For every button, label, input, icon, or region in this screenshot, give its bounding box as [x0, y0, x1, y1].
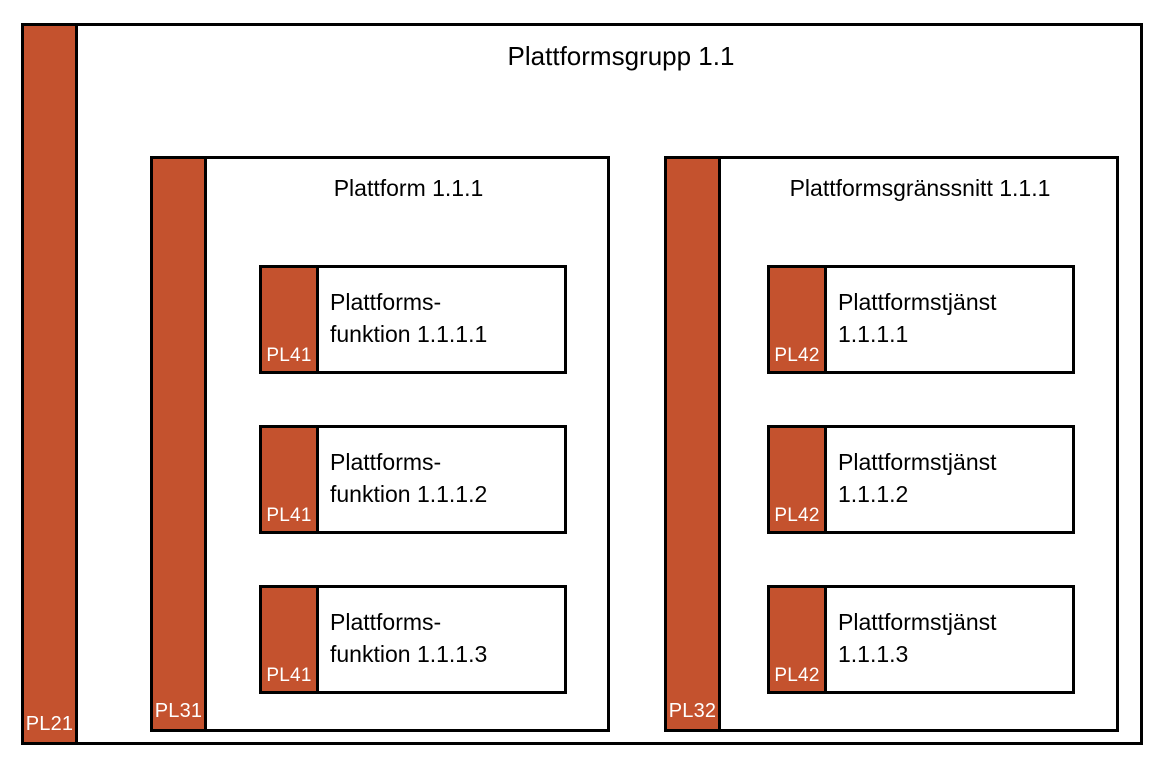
item-plattformstjanst-2: PL42 Plattformstjänst 1.1.1.2: [767, 425, 1075, 534]
item-plattformsfunktion-3-label: Plattforms- funktion 1.1.1.3: [330, 609, 488, 667]
item-plattformsfunktion-3-tab-label: PL41: [266, 665, 312, 686]
item-plattformstjanst-2-tab-label: PL42: [774, 505, 820, 526]
panel-plattform-tab-label: PL31: [154, 700, 203, 722]
item-plattformstjanst-1-tab: PL42: [767, 265, 827, 374]
panel-plattformsgranssnitt-title: Plattformsgränssnitt 1.1.1: [789, 175, 1051, 201]
item-plattformstjanst-2-tab: PL42: [767, 425, 827, 534]
panel-plattform-tab: PL31: [150, 156, 207, 732]
item-plattformsfunktion-1-label: Plattforms- funktion 1.1.1.1: [330, 289, 488, 347]
item-plattformsfunktion-3: PL41 Plattforms- funktion 1.1.1.3: [259, 585, 567, 694]
item-plattformstjanst-3-tab: PL42: [767, 585, 827, 694]
item-plattformsfunktion-3-tab: PL41: [259, 585, 319, 694]
item-plattformsfunktion-2-label: Plattforms- funktion 1.1.1.2: [330, 449, 488, 507]
item-plattformstjanst-3-tab-label: PL42: [774, 665, 820, 686]
item-plattformsfunktion-2-tab: PL41: [259, 425, 319, 534]
platform-group-tab: PL21: [21, 23, 78, 745]
item-plattformstjanst-1-tab-label: PL42: [774, 345, 820, 366]
platform-group-tab-label: PL21: [25, 713, 74, 735]
item-plattformsfunktion-1-tab-label: PL41: [266, 345, 312, 366]
item-plattformstjanst-2-label: Plattformstjänst 1.1.1.2: [838, 449, 997, 507]
item-plattformstjanst-3-label: Plattformstjänst 1.1.1.3: [838, 609, 997, 667]
panel-plattform-title: Plattform 1.1.1: [333, 175, 484, 201]
panel-plattform: PL31 Plattform 1.1.1 PL41 Plattforms- fu…: [150, 156, 610, 732]
item-plattformstjanst-1-label: Plattformstjänst 1.1.1.1: [838, 289, 997, 347]
item-plattformsfunktion-2-tab-label: PL41: [266, 505, 312, 526]
item-plattformsfunktion-2: PL41 Plattforms- funktion 1.1.1.2: [259, 425, 567, 534]
panel-plattformsgranssnitt-tab: PL32: [664, 156, 721, 732]
panel-plattformsgranssnitt: PL32 Plattformsgränssnitt 1.1.1 PL42 Pla…: [664, 156, 1119, 732]
platform-group-container: Plattformsgrupp 1.1 PL31 Plattform 1.1.1…: [21, 23, 1143, 745]
platform-group-title: Plattformsgrupp 1.1: [507, 41, 735, 71]
panel-plattformsgranssnitt-tab-label: PL32: [668, 700, 717, 722]
item-plattformsfunktion-1-tab: PL41: [259, 265, 319, 374]
item-plattformstjanst-3: PL42 Plattformstjänst 1.1.1.3: [767, 585, 1075, 694]
item-plattformsfunktion-1: PL41 Plattforms- funktion 1.1.1.1: [259, 265, 567, 374]
item-plattformstjanst-1: PL42 Plattformstjänst 1.1.1.1: [767, 265, 1075, 374]
